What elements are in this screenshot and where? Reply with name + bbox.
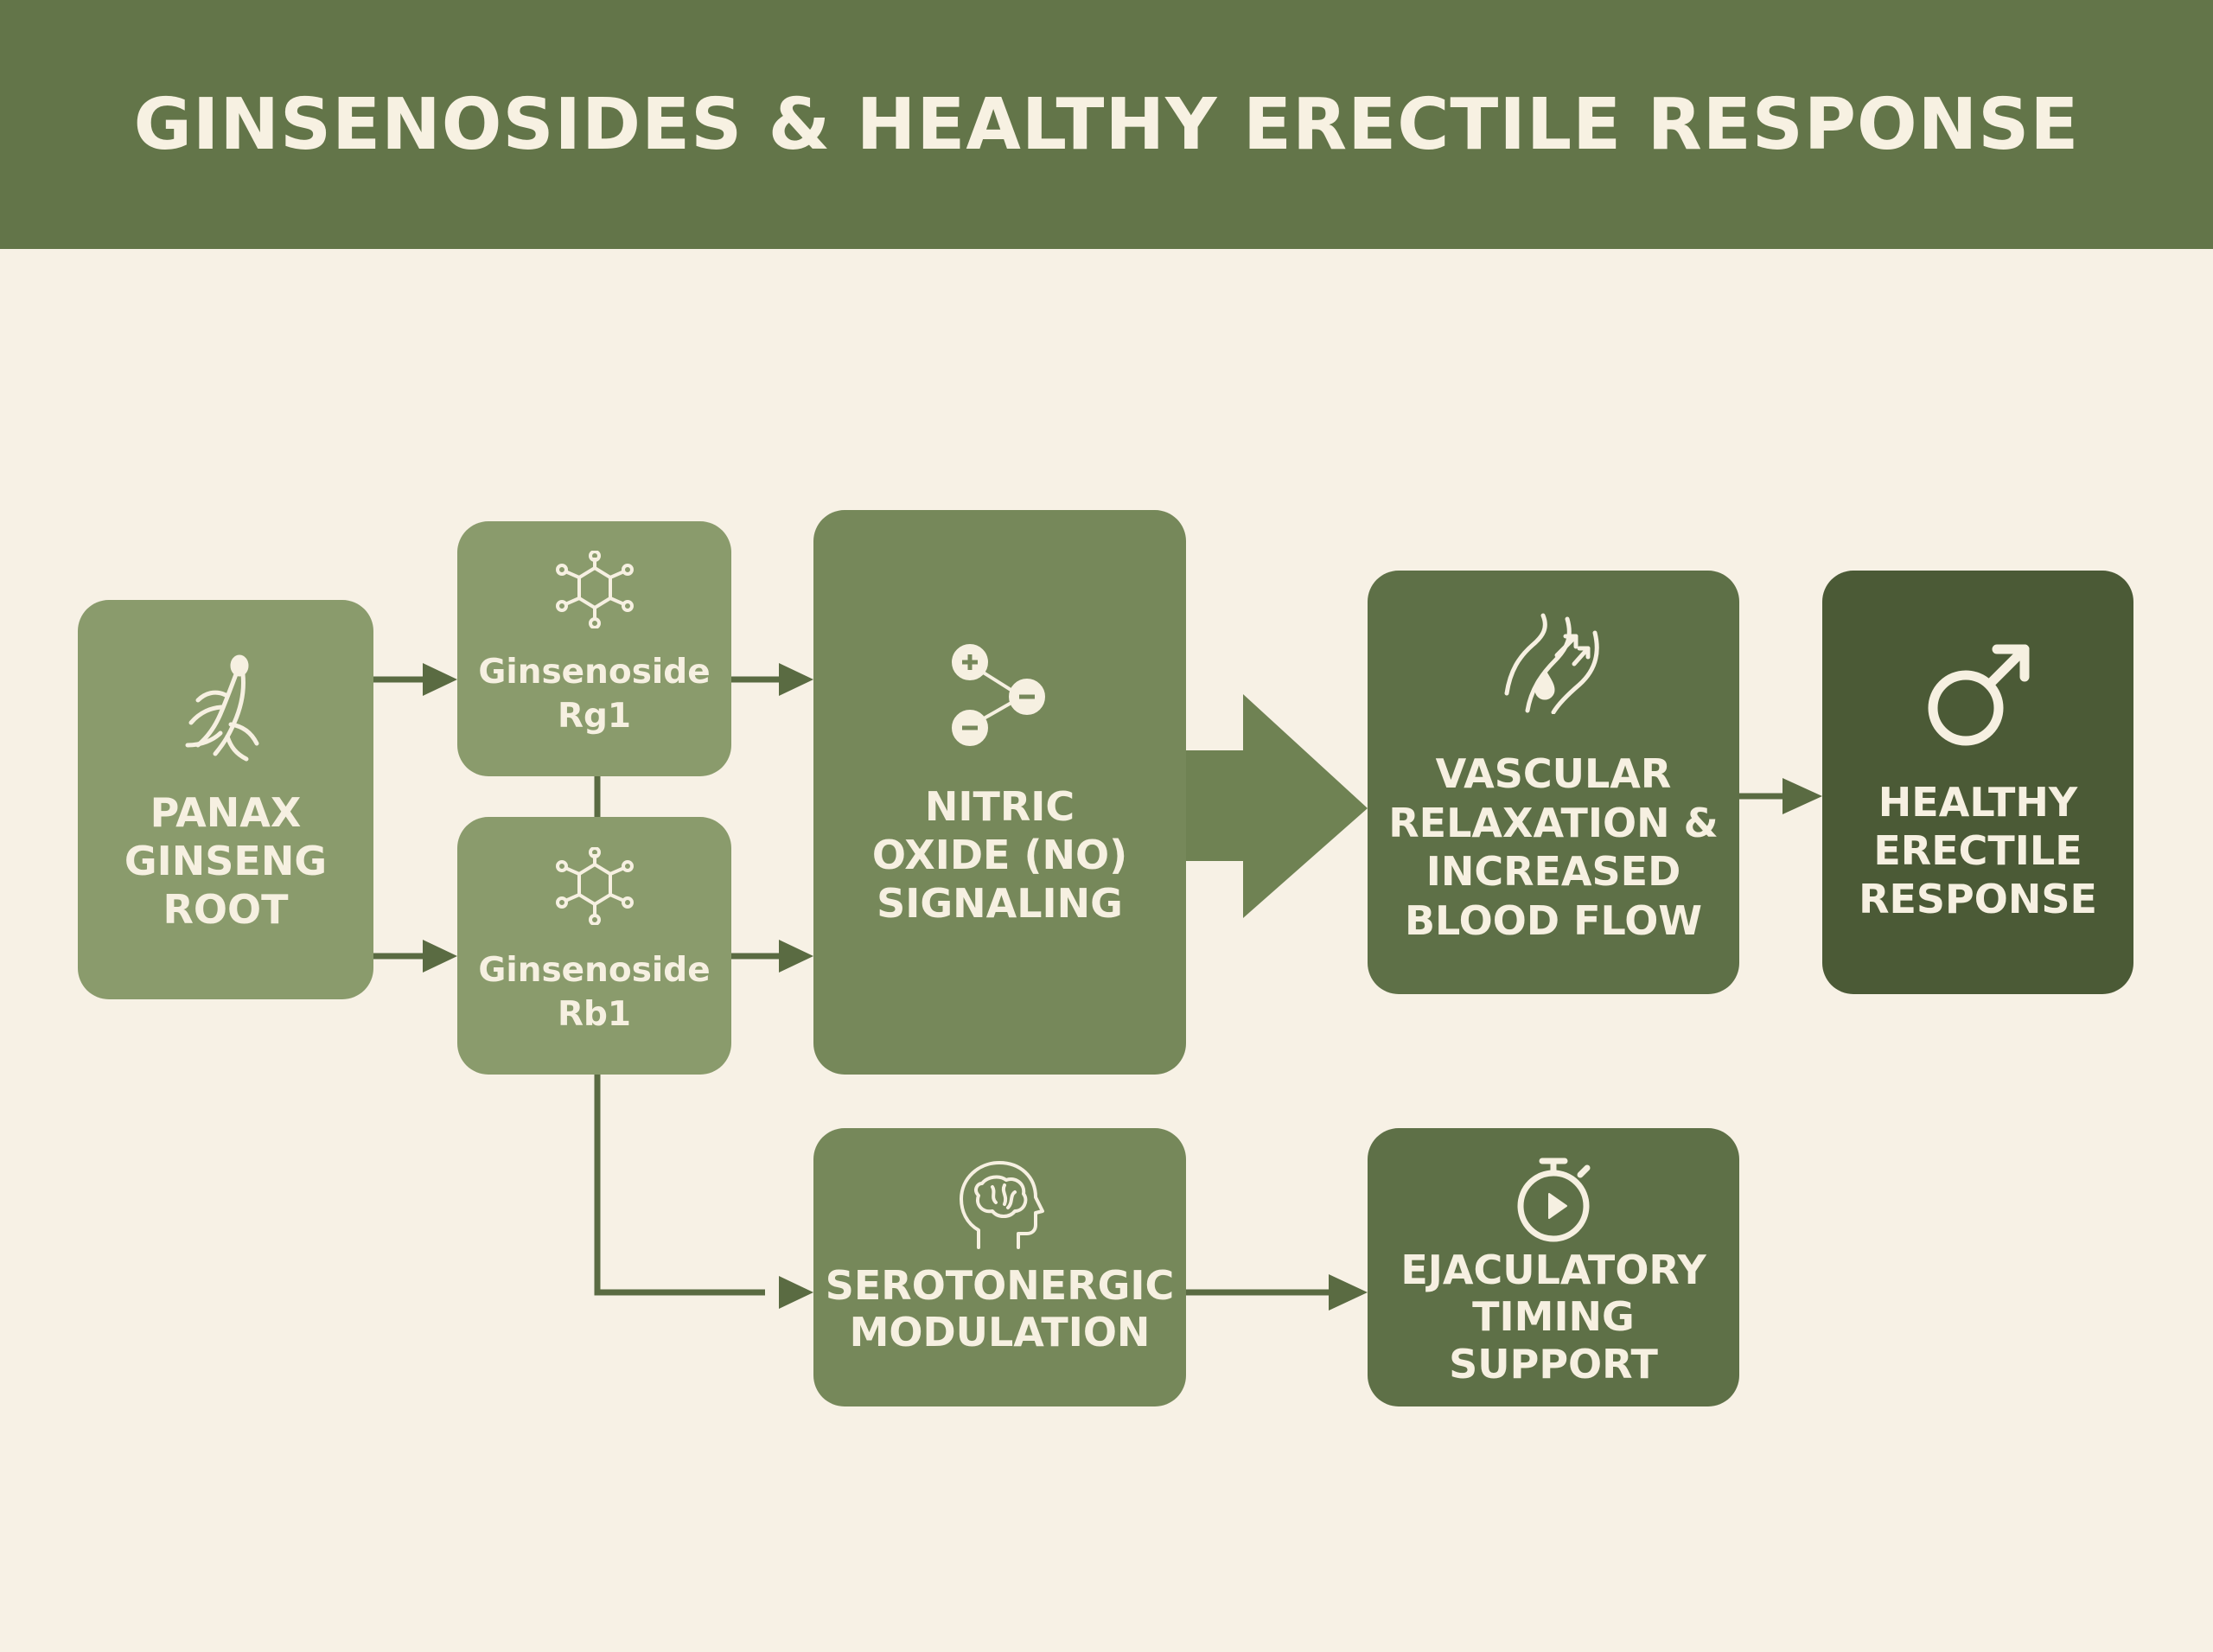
- blood-vessel-icon: [1493, 610, 1614, 718]
- serotonergic-modulation-label: SEROTONERGIC MODULATION: [825, 1262, 1175, 1356]
- brain-head-icon: [953, 1158, 1048, 1256]
- healthy-erectile-response-node: HEALTHY ERECTILE RESPONSE: [1822, 571, 2133, 994]
- arrowhead: [423, 940, 457, 973]
- serotonergic-modulation-node: SEROTONERGIC MODULATION: [813, 1128, 1186, 1406]
- arrowhead: [779, 663, 813, 696]
- male-symbol-icon: [1917, 635, 2038, 760]
- molecule-icon: [552, 550, 638, 632]
- ginsenoside-rb1-label: Ginsenoside Rb1: [478, 951, 711, 1034]
- panax-ginseng-root-node: PANAX GINSENG ROOT: [78, 600, 373, 999]
- charged-atoms-icon: [944, 641, 1056, 757]
- ginsenoside-rb1-node: Ginsenoside Rb1: [457, 817, 731, 1075]
- vascular-relaxation-label: VASCULAR RELAXATION & INCREASED BLOOD FL…: [1388, 750, 1719, 944]
- nitric-oxide-signaling-node: NITRIC OXIDE (NO) SIGNALING: [813, 510, 1186, 1075]
- stopwatch-icon: [1506, 1152, 1601, 1251]
- arrowhead: [1783, 778, 1822, 814]
- nitric-oxide-signaling-label: NITRIC OXIDE (NO) SIGNALING: [871, 783, 1128, 928]
- connector-rb1-serotonergic: [594, 1075, 765, 1296]
- big-arrow-nitric-vascular: [1184, 694, 1368, 918]
- ginseng-root-icon: [174, 654, 277, 769]
- page-title: GINSENOSIDES & HEALTHY ERECTILE RESPONSE: [133, 83, 2080, 166]
- arrowhead: [423, 663, 457, 696]
- arrowhead: [779, 1276, 813, 1309]
- ginsenoside-rg1-node: Ginsenoside Rg1: [457, 521, 731, 776]
- ejaculatory-timing-support-label: EJACULATORY TIMING SUPPORT: [1400, 1247, 1706, 1387]
- title-banner: GINSENOSIDES & HEALTHY ERECTILE RESPONSE: [0, 0, 2213, 249]
- arrowhead: [1329, 1274, 1368, 1311]
- vascular-relaxation-node: VASCULAR RELAXATION & INCREASED BLOOD FL…: [1368, 571, 1739, 994]
- ejaculatory-timing-support-node: EJACULATORY TIMING SUPPORT: [1368, 1128, 1739, 1406]
- molecule-icon: [552, 846, 638, 928]
- arrowhead: [779, 940, 813, 973]
- healthy-erectile-response-label: HEALTHY ERECTILE RESPONSE: [1859, 779, 2097, 923]
- ginsenoside-rg1-label: Ginsenoside Rg1: [478, 653, 711, 736]
- panax-ginseng-root-label: PANAX GINSENG ROOT: [124, 789, 328, 934]
